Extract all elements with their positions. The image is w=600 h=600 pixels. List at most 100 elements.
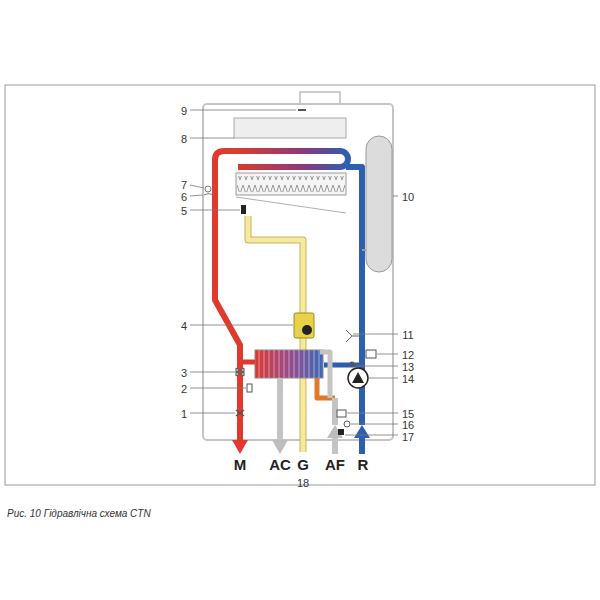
flow-arrow xyxy=(232,440,248,454)
callout-number: 18 xyxy=(297,477,309,489)
flue-sensor xyxy=(298,109,306,111)
callout-number: 5 xyxy=(181,201,187,219)
callout-number: 4 xyxy=(181,316,187,334)
connection-label: R xyxy=(358,456,369,473)
burner xyxy=(236,173,346,195)
callout-number: 16 xyxy=(402,415,414,433)
caption: Рис. 10 Гідравлічна схема CTN xyxy=(7,503,151,521)
connection-label: G xyxy=(297,456,309,474)
leader xyxy=(190,325,293,326)
housing xyxy=(203,104,393,440)
callout-number: 17 xyxy=(402,427,414,445)
callout-number: 10 xyxy=(402,187,414,205)
callout-number: 9 xyxy=(181,105,187,117)
connection-label: AF xyxy=(325,456,345,474)
leader xyxy=(369,378,398,379)
connection-label: M xyxy=(234,456,247,474)
return-pipe-in xyxy=(359,438,365,454)
plate-exchanger xyxy=(255,350,323,378)
callout-number: 8 xyxy=(181,133,187,145)
leader xyxy=(347,413,398,414)
burner-ramps xyxy=(237,176,345,192)
leader xyxy=(190,195,203,196)
callout-number: 13 xyxy=(402,357,414,375)
leader xyxy=(190,372,235,373)
leader xyxy=(355,366,398,367)
sensor-7 xyxy=(205,186,211,192)
callout-number: 11 xyxy=(402,329,413,341)
pump-symbol xyxy=(352,372,364,383)
callout-number: 14 xyxy=(402,373,414,385)
heat-exchanger-coil xyxy=(238,151,348,167)
callout-number: 12 xyxy=(402,349,414,361)
leader xyxy=(190,413,235,414)
callout-number: 4 xyxy=(181,320,187,332)
callout-number: 1 xyxy=(181,404,187,422)
callout-number: 9 xyxy=(181,101,187,119)
callout-number: 3 xyxy=(181,367,187,379)
leader xyxy=(190,138,234,139)
callout-number: 17 xyxy=(402,431,414,443)
vessel-link xyxy=(362,249,366,251)
gas-valve xyxy=(294,313,314,338)
callout-number: 13 xyxy=(402,361,414,373)
callout-number: 3 xyxy=(181,363,187,381)
leader xyxy=(353,334,398,335)
callout-number: 1 xyxy=(181,408,187,420)
callout-number: 16 xyxy=(402,419,414,431)
callout-number: 8 xyxy=(181,129,187,147)
expansion-vessel xyxy=(366,136,392,272)
leader xyxy=(190,388,246,389)
callout-number: 14 xyxy=(402,369,414,387)
connection-label: M xyxy=(234,456,247,473)
cold-arrow xyxy=(327,425,343,438)
return-arrow xyxy=(354,425,370,438)
caption: Рис. 10 Гідравлічна схема CTN xyxy=(7,508,151,519)
drain-valve xyxy=(236,410,244,416)
callout-number: 6 xyxy=(181,191,187,203)
cold-pipe-in xyxy=(332,438,338,454)
callout-number: 6 xyxy=(181,187,187,205)
leader xyxy=(190,185,204,188)
callout-number: 11 xyxy=(402,325,413,343)
callout-number: 18 xyxy=(297,473,309,491)
electrode xyxy=(241,205,246,214)
air-vent xyxy=(350,362,355,367)
three-way-valve xyxy=(236,368,244,376)
leader xyxy=(345,435,398,436)
dhw-arrow xyxy=(272,440,288,454)
callout-number: 15 xyxy=(402,408,414,420)
callout-number: 5 xyxy=(181,205,187,217)
bypass-pipe xyxy=(320,352,330,398)
burner-plate xyxy=(236,197,346,213)
dhw-pipe xyxy=(277,378,283,440)
fill-tap xyxy=(344,421,350,427)
gas-valve-coil xyxy=(302,325,312,335)
flow-sensor xyxy=(337,410,346,417)
callout-number: 2 xyxy=(181,379,187,397)
flow-pipe xyxy=(215,151,240,440)
frame xyxy=(5,85,595,485)
connection-label: AC xyxy=(269,456,291,473)
plate-exchanger-plates xyxy=(255,350,323,378)
exchanger-feed xyxy=(240,360,255,365)
leader xyxy=(190,210,240,211)
callout-number: 7 xyxy=(181,179,187,191)
pressure-gauge xyxy=(366,350,376,358)
filter xyxy=(338,429,344,435)
callout-number: 12 xyxy=(402,345,414,363)
combustion-chamber xyxy=(234,118,346,138)
ntc-sensor xyxy=(247,384,252,392)
connection-label: AF xyxy=(325,456,345,473)
connection-label: R xyxy=(358,456,369,474)
callout-number: 2 xyxy=(181,383,187,395)
leader xyxy=(377,354,398,355)
leader xyxy=(393,196,398,197)
leader xyxy=(190,110,296,111)
connection-label: AC xyxy=(269,456,291,474)
leader xyxy=(351,424,398,425)
connection-label: G xyxy=(297,456,309,473)
safety-valve xyxy=(346,330,362,342)
callout-number: 10 xyxy=(402,191,414,203)
